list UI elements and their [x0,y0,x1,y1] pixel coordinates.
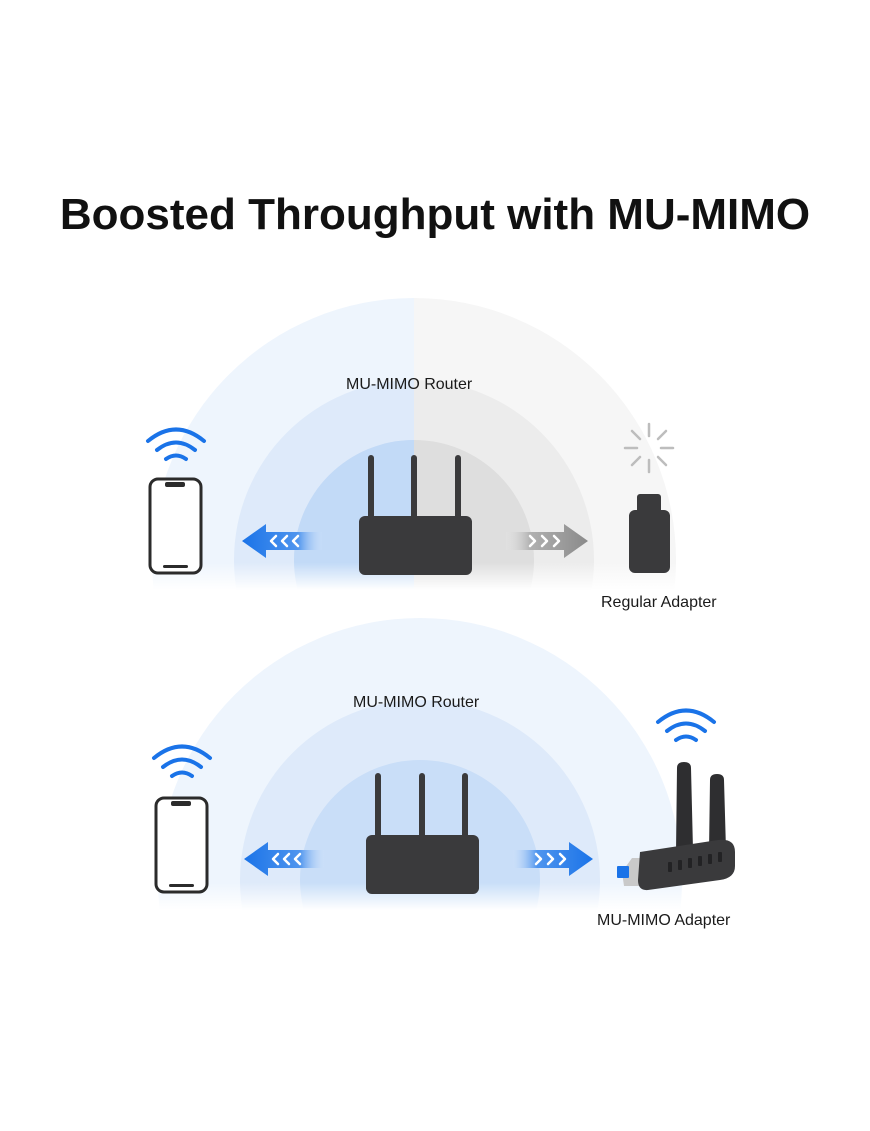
arrow-right-icon [506,524,588,558]
arrow-right-icon [513,842,593,876]
router-label-top: MU-MIMO Router [346,376,473,393]
router-icon [366,773,479,894]
smartphone-icon [148,477,203,575]
arrow-left-icon [242,524,322,558]
wifi-icon [152,744,212,778]
wifi-icon [146,427,206,461]
adapter-label-regular: Regular Adapter [601,594,717,611]
router-label-bottom: MU-MIMO Router [353,694,480,711]
usb-adapter-icon [629,494,670,573]
no-signal-icon [623,422,675,474]
smartphone-icon [154,796,209,894]
router-icon [359,455,472,575]
wifi-icon [656,708,716,742]
adapter-label-mu-mimo: MU-MIMO Adapter [597,912,731,929]
page-title: Boosted Throughput with MU-MIMO [59,190,811,239]
usb-adapter-icon [617,762,735,891]
arrow-left-icon [244,842,324,876]
